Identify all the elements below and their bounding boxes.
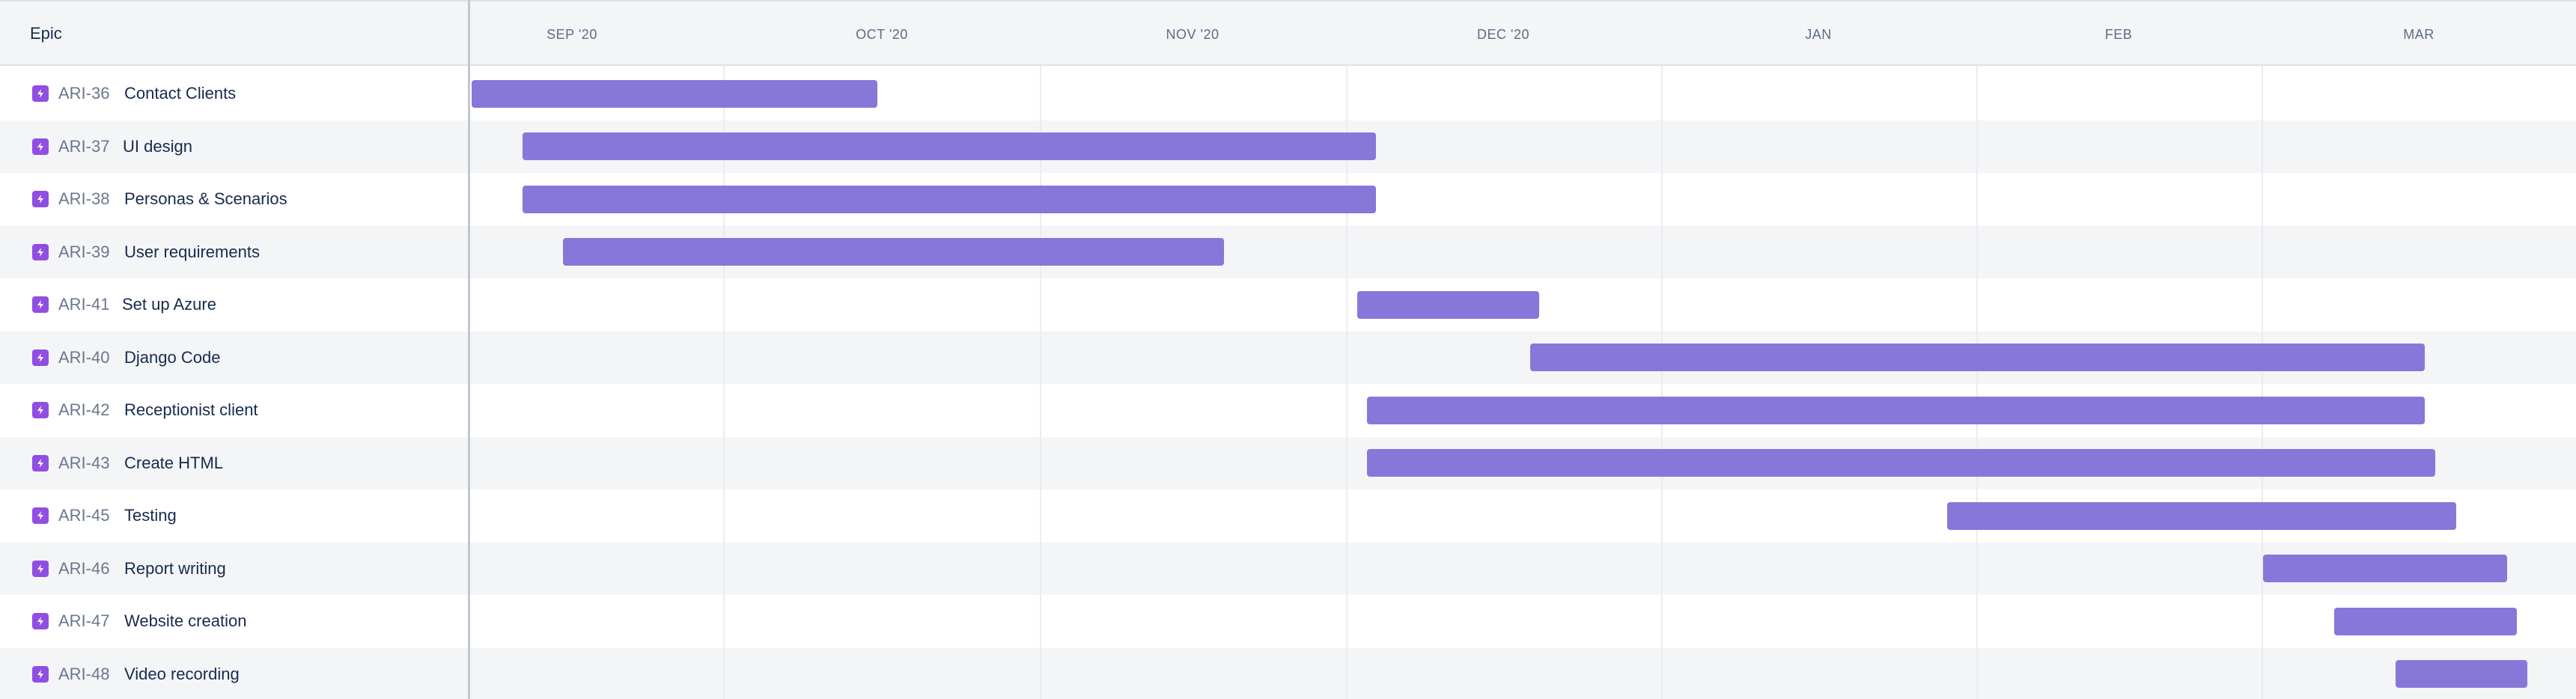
epic-key[interactable]: ARI-43	[58, 453, 110, 472]
lightning-epic-icon	[32, 507, 49, 525]
lightning-epic-icon	[32, 560, 49, 577]
epic-cell[interactable]: ARI-40 Django Code	[0, 332, 469, 385]
epic-key[interactable]: ARI-45	[58, 506, 110, 525]
epic-key[interactable]: ARI-48	[58, 664, 110, 683]
epic-cell[interactable]: ARI-43 Create HTML	[0, 437, 469, 490]
epic-timeline-bar[interactable]	[2334, 607, 2517, 635]
epic-title[interactable]: Create HTML	[124, 453, 224, 472]
epic-timeline-bar[interactable]	[523, 132, 1376, 161]
lightning-epic-icon	[32, 85, 49, 103]
epic-key[interactable]: ARI-38	[58, 189, 110, 209]
epic-key[interactable]: ARI-42	[58, 400, 110, 420]
month-label-nov: NOV '20	[1166, 27, 1220, 42]
epic-timeline-bar[interactable]	[1530, 344, 2425, 372]
lightning-epic-icon	[32, 349, 49, 366]
month-label-mar: MAR	[2403, 27, 2435, 42]
epic-title[interactable]: Testing	[124, 506, 177, 525]
month-label-feb: FEB	[2104, 27, 2133, 42]
lightning-epic-icon	[32, 402, 49, 419]
month-label-dec: DEC '20	[1477, 27, 1529, 42]
epic-row[interactable]: ARI-47 Website creation	[0, 595, 2576, 648]
epic-cell[interactable]: ARI-45 Testing	[0, 489, 469, 543]
epic-row[interactable]: ARI-48 Video recording	[0, 647, 2576, 699]
epic-timeline-bar[interactable]	[1947, 501, 2456, 530]
month-label-jan: JAN	[1805, 27, 1832, 42]
lightning-epic-icon	[32, 243, 49, 260]
epic-title[interactable]: Report writing	[124, 558, 226, 578]
epic-cell[interactable]: ARI-38 Personas & Scenarios	[0, 173, 469, 226]
epic-row[interactable]: ARI-46 Report writing	[0, 542, 2576, 596]
epic-timeline-bar[interactable]	[563, 238, 1224, 266]
grid-line	[723, 0, 725, 699]
lightning-epic-icon	[32, 454, 49, 471]
epic-title[interactable]: Website creation	[124, 611, 247, 631]
grid-line	[1346, 0, 1348, 699]
epic-cell[interactable]: ARI-42 Receptionist client	[0, 384, 469, 437]
lightning-epic-icon	[32, 665, 49, 683]
epic-cell[interactable]: ARI-39 User requirements	[0, 226, 469, 279]
epic-row[interactable]: ARI-42 Receptionist client	[0, 384, 2576, 437]
epic-row[interactable]: ARI-41 Set up Azure	[0, 278, 2576, 332]
epic-key[interactable]: ARI-39	[58, 242, 110, 261]
epic-timeline-bar[interactable]	[1367, 396, 2425, 424]
epic-timeline-bar[interactable]	[472, 79, 877, 108]
lightning-epic-icon	[32, 138, 49, 155]
month-label-oct: OCT '20	[856, 27, 908, 42]
epic-timeline-bar[interactable]	[2263, 555, 2507, 583]
epic-column-divider[interactable]	[468, 0, 470, 699]
epic-key[interactable]: ARI-40	[58, 347, 110, 367]
epic-title[interactable]: Personas & Scenarios	[124, 189, 287, 209]
epic-title[interactable]: UI design	[123, 136, 192, 156]
epic-timeline-bar[interactable]	[523, 185, 1376, 213]
epic-title[interactable]: Contact Clients	[124, 84, 237, 103]
epic-key[interactable]: ARI-41	[58, 295, 110, 314]
epic-timeline-bar[interactable]	[1367, 449, 2435, 477]
epic-row[interactable]: ARI-38 Personas & Scenarios	[0, 173, 2576, 226]
epic-column-header: Epic	[30, 24, 62, 43]
epic-key[interactable]: ARI-47	[58, 611, 110, 631]
epic-cell[interactable]: ARI-36 Contact Clients	[0, 67, 469, 120]
epic-title[interactable]: Receptionist client	[124, 400, 258, 420]
lightning-epic-icon	[32, 613, 49, 630]
epic-row[interactable]: ARI-36 Contact Clients	[0, 67, 2576, 120]
lightning-epic-icon	[32, 191, 49, 208]
lightning-epic-icon	[32, 296, 49, 314]
timeline-header: Epic SEP '20 OCT '20 NOV '20 DEC '20 JAN…	[0, 0, 2576, 66]
epic-row[interactable]: ARI-45 Testing	[0, 489, 2576, 543]
epic-title[interactable]: User requirements	[124, 242, 260, 261]
epic-title[interactable]: Video recording	[124, 664, 240, 683]
epic-cell[interactable]: ARI-46 Report writing	[0, 543, 469, 596]
epic-timeline-bar[interactable]	[1357, 290, 1539, 319]
epic-key[interactable]: ARI-36	[58, 84, 110, 103]
month-label-sep: SEP '20	[546, 27, 597, 42]
epic-cell[interactable]: ARI-48 Video recording	[0, 648, 469, 699]
epic-cell[interactable]: ARI-41 Set up Azure	[0, 278, 469, 332]
epic-cell[interactable]: ARI-37 UI design	[0, 120, 469, 174]
epic-title[interactable]: Django Code	[124, 347, 221, 367]
epic-title[interactable]: Set up Azure	[122, 295, 216, 314]
epic-key[interactable]: ARI-37	[58, 136, 110, 156]
epic-row[interactable]: ARI-39 User requirements	[0, 225, 2576, 279]
epic-cell[interactable]: ARI-47 Website creation	[0, 595, 469, 648]
epic-timeline-bar[interactable]	[2396, 660, 2527, 689]
epic-key[interactable]: ARI-46	[58, 558, 110, 578]
grid-line	[1040, 0, 1041, 699]
